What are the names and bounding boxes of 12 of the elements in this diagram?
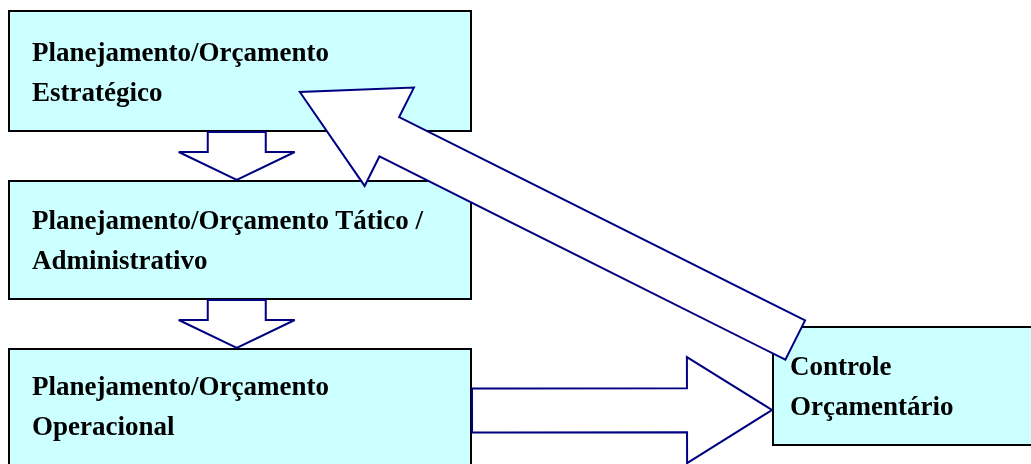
block-arrow [177,131,296,182]
process-box [8,180,472,300]
block-arrow [177,299,296,350]
process-box [8,10,472,132]
box-label: Planejamento/Orçamento Estratégico [32,36,330,109]
box-label: Planejamento/Orçamento Tático / Administrativo [32,204,424,277]
box-label: Planejamento/Orçamento Operacional [32,370,330,443]
block-arrow [470,355,774,464]
box-label: Controle Orçamentário [790,350,955,423]
process-box [8,348,472,464]
process-box [772,326,1031,446]
block-arrow [298,86,807,362]
